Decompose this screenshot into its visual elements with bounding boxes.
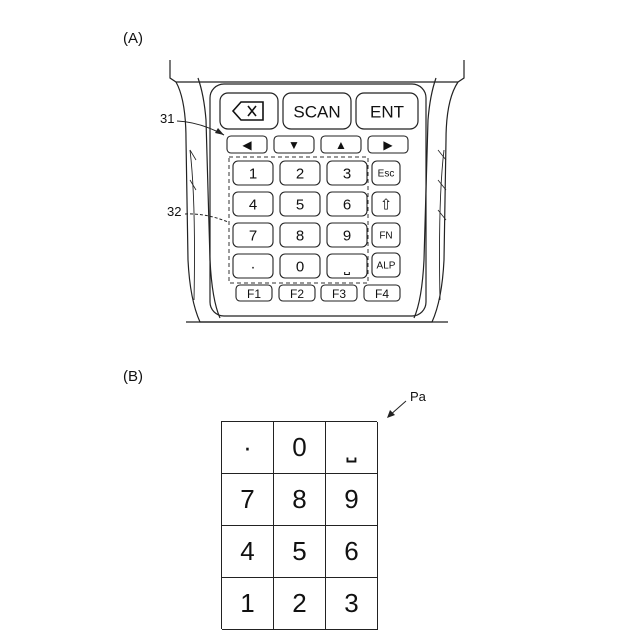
input-pad-cell[interactable]: 3 (326, 578, 378, 630)
input-pad-cell[interactable]: 8 (274, 474, 326, 526)
input-pad-cell[interactable]: 9 (326, 474, 378, 526)
input-pad-grid: ·0⎵ 789456123 (221, 421, 377, 629)
numeric-key-label: 7 (249, 228, 257, 245)
input-pad-cell[interactable]: 1 (222, 578, 274, 630)
side-key-label: FN (379, 231, 392, 242)
ent-key-label: ENT (370, 103, 404, 122)
arrow-right-icon: ▶ (383, 138, 393, 152)
scan-key-label: SCAN (293, 103, 340, 122)
numeric-key-grid: 1 2 3 4 5 6 7 8 9 · 0 ⎵ (233, 161, 367, 278)
arrow-up-icon: ▲ (335, 138, 347, 152)
arrow-left-icon: ◀ (242, 138, 252, 152)
numeric-key-label: ⎵ (344, 259, 350, 276)
numeric-key-label: 4 (249, 197, 257, 214)
input-pad-cell[interactable]: 5 (274, 526, 326, 578)
numeric-key-label: 2 (296, 166, 304, 183)
input-pad-cell[interactable]: · (222, 422, 274, 474)
backspace-key[interactable] (220, 93, 278, 129)
function-key-label: F3 (332, 287, 346, 301)
reference-32: 32 (167, 204, 181, 219)
reference-31: 31 (160, 111, 174, 126)
leader-pa-arrow (382, 398, 412, 422)
input-pad-cell[interactable]: 2 (274, 578, 326, 630)
panel-b-label: (B) (123, 369, 143, 384)
input-pad-cell[interactable]: 6 (326, 526, 378, 578)
side-key-label: ALP (377, 261, 396, 272)
function-key-row: F1 F2 F3 F4 (236, 285, 400, 301)
numeric-key-label: 9 (343, 228, 351, 245)
function-key-label: F1 (247, 287, 261, 301)
function-key-label: F4 (375, 287, 389, 301)
numeric-key-label: 0 (296, 259, 304, 276)
side-key-label: Esc (378, 169, 395, 180)
numeric-key-label: · (251, 259, 256, 276)
numeric-key-label: 6 (343, 197, 351, 214)
side-key-label: ⇧ (380, 197, 393, 214)
arrow-down-icon: ▼ (288, 138, 300, 152)
numeric-key-label: 3 (343, 166, 351, 183)
reference-pa: Pa (410, 389, 426, 404)
numeric-key-label: 1 (249, 166, 257, 183)
input-pad-cell[interactable]: 7 (222, 474, 274, 526)
input-pad-cell[interactable]: 0 (274, 422, 326, 474)
numeric-key-label: 5 (296, 197, 304, 214)
arrow-key-row (227, 136, 408, 153)
leader-31-arrowhead (215, 128, 224, 135)
input-pad-cell[interactable]: ⎵ (326, 422, 378, 474)
input-pad-cell[interactable]: 4 (222, 526, 274, 578)
function-key-label: F2 (290, 287, 304, 301)
leader-32 (185, 214, 228, 222)
handheld-terminal-drawing: SCAN ENT ◀ ▼ ▲ ▶ 123456789·0⎵ Esc⇧FNALP … (0, 0, 640, 360)
side-key-column: Esc ⇧ FN ALP (372, 161, 400, 277)
backspace-icon (233, 102, 263, 120)
numeric-key-label: 8 (296, 228, 304, 245)
